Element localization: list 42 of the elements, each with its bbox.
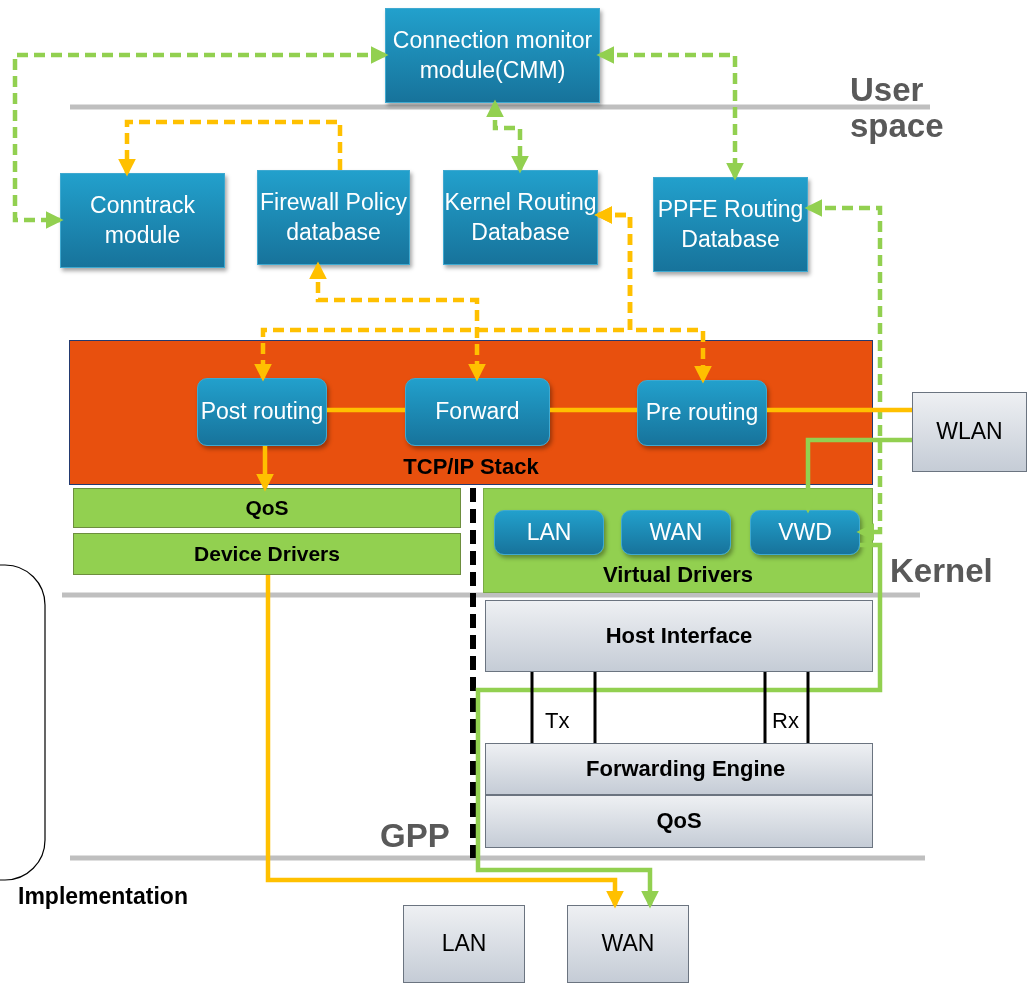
process-box: Kernel Routing Database <box>443 170 598 265</box>
arrow <box>256 446 274 492</box>
layer-bar: QoS <box>73 488 461 528</box>
arrow <box>486 99 529 174</box>
group-title: Virtual Drivers <box>603 561 753 590</box>
process-box: WAN <box>621 510 731 555</box>
arrow <box>594 206 712 384</box>
driver-panel <box>483 488 873 593</box>
process-box: PPFE Routing Database <box>653 177 808 272</box>
hardware-box: Forwarding Engine <box>485 743 873 795</box>
arrow <box>118 119 343 177</box>
process-box: Pre routing <box>637 380 767 446</box>
hardware-box: WLAN <box>912 392 1027 472</box>
hardware-box: LAN <box>403 905 525 983</box>
process-box: LAN <box>494 510 604 555</box>
caption-label: Implementation <box>18 884 188 910</box>
arrow <box>596 46 744 181</box>
connector-line <box>763 670 810 745</box>
hardware-box: QoS <box>485 795 873 848</box>
process-box: Connection monitor module(CMM) <box>385 8 600 103</box>
layer-label: User space <box>850 72 945 145</box>
arrow <box>475 542 883 909</box>
stack-band <box>69 340 873 485</box>
arrow <box>265 575 624 909</box>
connector-line <box>550 407 637 413</box>
connector-line <box>327 407 405 413</box>
process-box: Forward <box>405 378 550 446</box>
process-box: Conntrack module <box>60 173 225 268</box>
layer-label: Kernel <box>890 553 993 590</box>
hardware-box: WAN <box>567 905 689 983</box>
arrow <box>12 46 389 229</box>
process-box: VWD <box>750 510 860 555</box>
hardware-box: Host Interface <box>485 600 873 672</box>
process-box: Firewall Policy database <box>257 170 410 265</box>
connector-line <box>530 670 597 745</box>
arrow <box>804 199 883 541</box>
layer-label: GPP <box>380 818 450 855</box>
process-box: Post routing <box>197 378 327 446</box>
arrow <box>309 261 486 382</box>
group-title: TCP/IP Stack <box>403 453 539 482</box>
connector-line <box>767 407 912 413</box>
layer-bar: Device Drivers <box>73 533 461 575</box>
